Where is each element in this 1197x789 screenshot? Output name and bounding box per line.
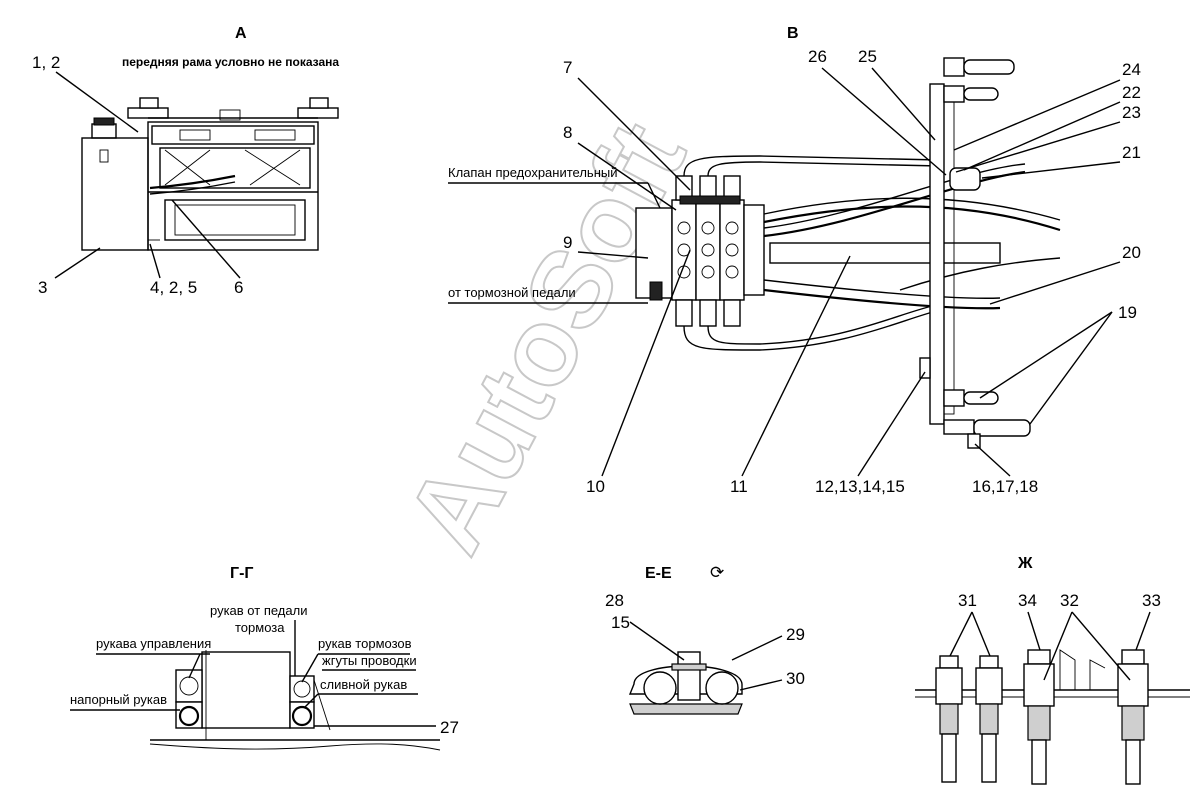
hose-11 [769,242,1001,264]
callout-7: 7 [563,58,572,77]
callout-15-ee: 15 [611,613,630,632]
callout-20: 20 [1122,243,1141,262]
view-zh: Ж 31 34 32 33 [915,555,1190,785]
callout-16-18: 16,17,18 [972,477,1038,496]
control-hoses-label: рукава управления [96,636,211,651]
callout-24: 24 [1122,60,1141,79]
callout-22: 22 [1122,83,1141,102]
pressure-hose-label: напорный рукав [70,692,167,707]
callout-19: 19 [1118,303,1137,322]
view-e-e: Е-Е ⟳ 28 15 29 30 [605,563,805,715]
hydraulic-tank [81,137,149,251]
callout-8: 8 [563,123,572,142]
callout-30: 30 [786,669,805,688]
rotation-icon: ⟳ [710,563,724,582]
callout-28: 28 [605,591,624,610]
callout-12-15: 12,13,14,15 [815,477,905,496]
frame-body [147,121,319,251]
view-ee-title: Е-Е [645,565,672,582]
callout-25: 25 [858,47,877,66]
view-b: В [448,25,1141,496]
callout-31: 31 [958,591,977,610]
callout-11: 11 [730,477,748,496]
view-gg-title: Г-Г [230,565,253,582]
callout-6: 6 [234,278,243,297]
valve-ports [677,221,739,279]
callout-26: 26 [808,47,827,66]
hose-fittings [935,649,1149,785]
view-a-title: А [235,25,247,42]
view-zh-title: Ж [1017,555,1033,572]
callout-10: 10 [586,477,605,496]
wire-harness-label: жгуты проводки [322,653,417,668]
callout-23: 23 [1122,103,1141,122]
callout-34: 34 [1018,591,1037,610]
safety-valve-label: Клапан предохранительный [448,165,617,180]
callout-4-2-5: 4, 2, 5 [150,278,197,297]
brake-pedal-label: от тормозной педали [448,285,576,300]
brake-hoses-label: рукав тормозов [318,636,412,651]
frame-not-shown-note: передняя рама условно не показана [122,55,339,69]
callout-29: 29 [786,625,805,644]
view-g-g: Г-Г рукав от педали тормоза рукава управ… [70,565,459,751]
callout-1-2: 1, 2 [32,53,60,72]
callout-27: 27 [440,718,459,737]
brake-label: тормоза [235,620,285,635]
callout-3: 3 [38,278,47,297]
callout-33: 33 [1142,591,1161,610]
mounting-bar [929,83,945,425]
hose-from-pedal-label: рукав от педали [210,603,307,618]
drain-hose-label: сливной рукав [320,677,407,692]
callout-32: 32 [1060,591,1079,610]
callout-9: 9 [563,233,572,252]
view-a: А передняя рама условно не показана 1, 2… [32,25,339,297]
callout-21: 21 [1122,143,1141,162]
view-b-title: В [787,25,799,42]
